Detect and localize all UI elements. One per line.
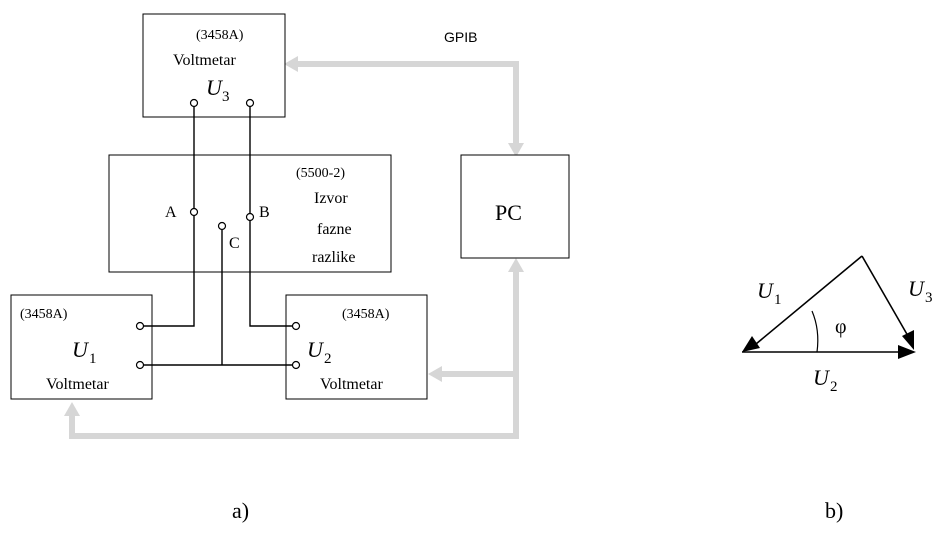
phasor-u1 <box>755 255 863 345</box>
phasor-u3-subscript: 3 <box>925 290 933 306</box>
voltmeter-left-name: Voltmetar <box>46 376 109 393</box>
caption-a: a) <box>232 498 249 523</box>
voltmeter-right-name: Voltmetar <box>320 376 383 393</box>
phasor-u2-arrowhead <box>898 345 916 359</box>
voltmeter-left-subscript: 1 <box>89 351 97 367</box>
voltmeter-left-model: (3458A) <box>20 307 68 322</box>
terminal-a-label: A <box>165 204 177 221</box>
terminal-a <box>189 207 199 217</box>
phasor-u1-subscript: 1 <box>774 292 782 308</box>
caption-b: b) <box>825 498 843 523</box>
phasor-diagram <box>742 255 916 359</box>
terminal-b-label: B <box>259 204 270 221</box>
voltmeter-left-symbol: U <box>72 337 90 362</box>
voltmeter-top-name: Voltmetar <box>173 52 236 69</box>
pc-label: PC <box>495 200 522 225</box>
gpib-label: GPIB <box>444 29 477 45</box>
phasor-u2-symbol: U <box>813 365 831 390</box>
angle-phi-label: φ <box>835 316 847 338</box>
voltmeter-top-subscript: 3 <box>222 89 230 105</box>
terminal-b <box>245 212 255 222</box>
source-model: (5500-2) <box>296 166 345 181</box>
bus-arrow-voltmeter-right <box>428 366 442 382</box>
phasor-u2-subscript: 2 <box>830 379 838 395</box>
bus-arrow-voltmeter-left <box>64 402 80 416</box>
voltmeter-left: (3458A) U 1 Voltmetar <box>10 294 153 400</box>
phasor-u3-symbol: U <box>908 276 926 301</box>
phasor-u1-symbol: U <box>757 278 775 303</box>
terminal-c-label: C <box>229 235 240 252</box>
source-line3: razlike <box>312 249 356 266</box>
voltmeter-top: (3458A) Voltmetar U 3 <box>142 13 286 118</box>
phasor-u3-arrowhead <box>902 330 914 350</box>
terminals <box>135 98 301 370</box>
bus-arrow-voltmeter-top <box>284 56 298 72</box>
voltmeter-right-subscript: 2 <box>324 351 332 367</box>
voltmeter-right: (3458A) U 2 Voltmetar <box>285 294 428 400</box>
terminal-u2-bottom <box>291 360 301 370</box>
terminal-u1-top <box>135 321 145 331</box>
bus-arrow-pc-bottom <box>508 258 524 272</box>
angle-arc <box>811 310 819 353</box>
gpib-bus <box>64 56 524 439</box>
terminal-u3-left <box>189 98 199 108</box>
voltmeter-top-model: (3458A) <box>196 28 244 43</box>
voltmeter-right-model: (3458A) <box>342 307 390 322</box>
wiring <box>140 107 296 366</box>
terminal-u2-top <box>291 321 301 331</box>
voltmeter-top-symbol: U <box>206 75 224 100</box>
phasor-u3 <box>861 255 909 337</box>
pc-box: PC <box>460 154 570 259</box>
phasor-u1-arrowhead <box>742 336 760 352</box>
terminal-u3-right <box>245 98 255 108</box>
source-line1: Izvor <box>314 190 348 207</box>
bus-arrow-pc-top <box>508 143 524 157</box>
source-line2: fazne <box>317 221 352 238</box>
terminal-u1-bottom <box>135 360 145 370</box>
terminal-c <box>217 221 227 231</box>
voltmeter-right-symbol: U <box>307 337 325 362</box>
